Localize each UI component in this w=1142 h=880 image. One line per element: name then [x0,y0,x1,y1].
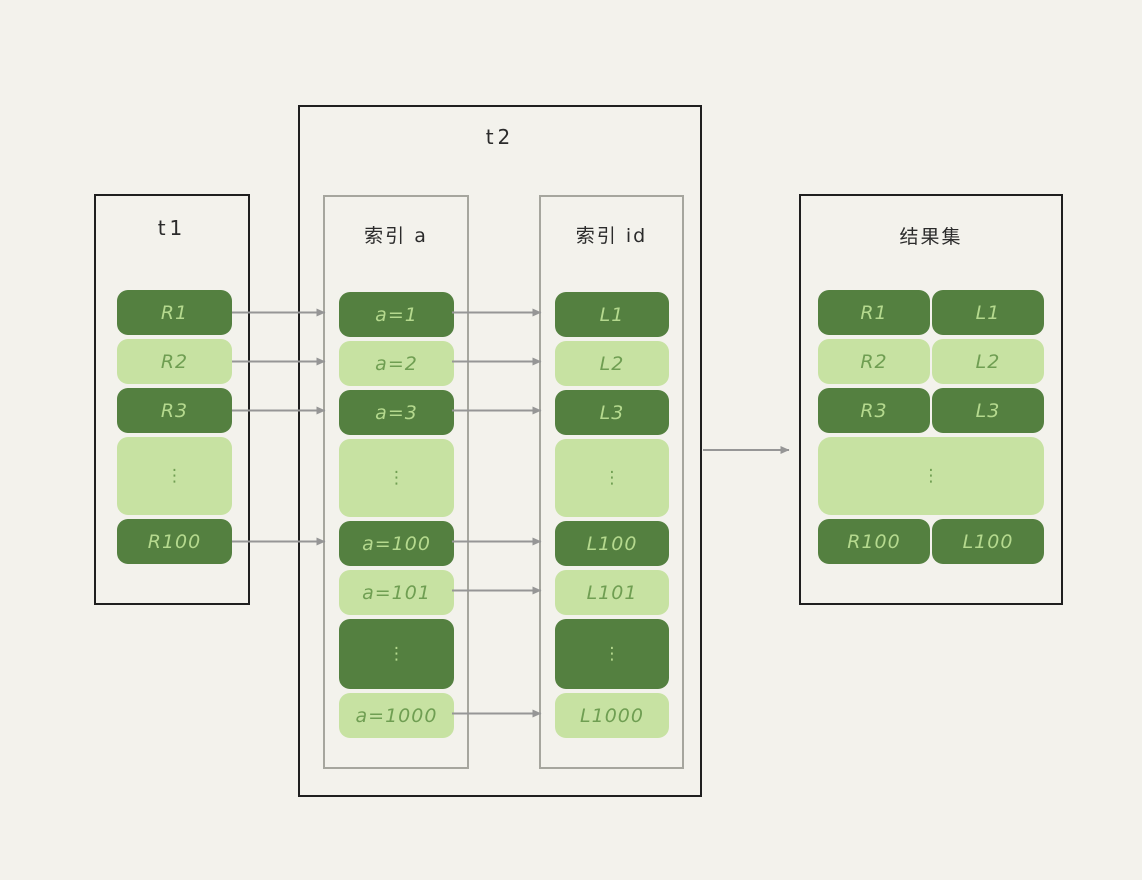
index-row: a=101 [339,570,454,615]
table-t2-title: t2 [485,125,515,149]
result-set-title: 结果集 [899,226,963,248]
result-cell: R2 [818,339,930,384]
result-cell: L3 [932,388,1044,433]
result-set-box: 结果集 R1 L1 R2 L2 R3 L3 ⋮ R100 L100 [799,194,1063,605]
index-id-rows: L1 L2 L3 ⋮ L100 L101 ⋮ L1000 [555,292,669,738]
index-row-ellipsis: ⋮ [555,439,669,517]
table-row: R100 [117,519,232,564]
index-a-title: 索引 a [364,225,428,247]
index-row: L101 [555,570,669,615]
result-cell: R100 [818,519,930,564]
index-a-rows: a=1 a=2 a=3 ⋮ a=100 a=101 ⋮ a=1000 [339,292,454,738]
index-row: L1 [555,292,669,337]
index-row-ellipsis: ⋮ [339,619,454,689]
table-t2-box: t2 索引 a a=1 a=2 a=3 ⋮ a=100 a=101 ⋮ a=10… [298,105,702,797]
table-t1-rows: R1 R2 R3 ⋮ R100 [117,290,232,564]
result-cell: L100 [932,519,1044,564]
index-row: L3 [555,390,669,435]
index-row: a=3 [339,390,454,435]
table-t1-title: t1 [157,216,187,240]
index-id-title: 索引 id [575,225,648,247]
index-row: a=2 [339,341,454,386]
index-row: a=1 [339,292,454,337]
result-row: R100 L100 [818,519,1044,564]
result-cell: R1 [818,290,930,335]
table-row-ellipsis: ⋮ [117,437,232,515]
result-cell: R3 [818,388,930,433]
index-row-ellipsis: ⋮ [339,439,454,517]
result-cell: L2 [932,339,1044,384]
index-id-box: 索引 id L1 L2 L3 ⋮ L100 L101 ⋮ L1000 [539,195,684,769]
result-row: R3 L3 [818,388,1044,433]
index-row: a=1000 [339,693,454,738]
index-a-box: 索引 a a=1 a=2 a=3 ⋮ a=100 a=101 ⋮ a=1000 [323,195,469,769]
result-row-ellipsis: ⋮ [818,437,1044,515]
result-cell: L1 [932,290,1044,335]
result-set-rows: R1 L1 R2 L2 R3 L3 ⋮ R100 L100 [818,290,1044,564]
table-row: R1 [117,290,232,335]
index-row: L2 [555,341,669,386]
table-row: R2 [117,339,232,384]
index-row: L1000 [555,693,669,738]
index-row: L100 [555,521,669,566]
result-row: R1 L1 [818,290,1044,335]
index-row: a=100 [339,521,454,566]
index-row-ellipsis: ⋮ [555,619,669,689]
table-row: R3 [117,388,232,433]
table-t1-box: t1 R1 R2 R3 ⋮ R100 [94,194,250,605]
result-row: R2 L2 [818,339,1044,384]
